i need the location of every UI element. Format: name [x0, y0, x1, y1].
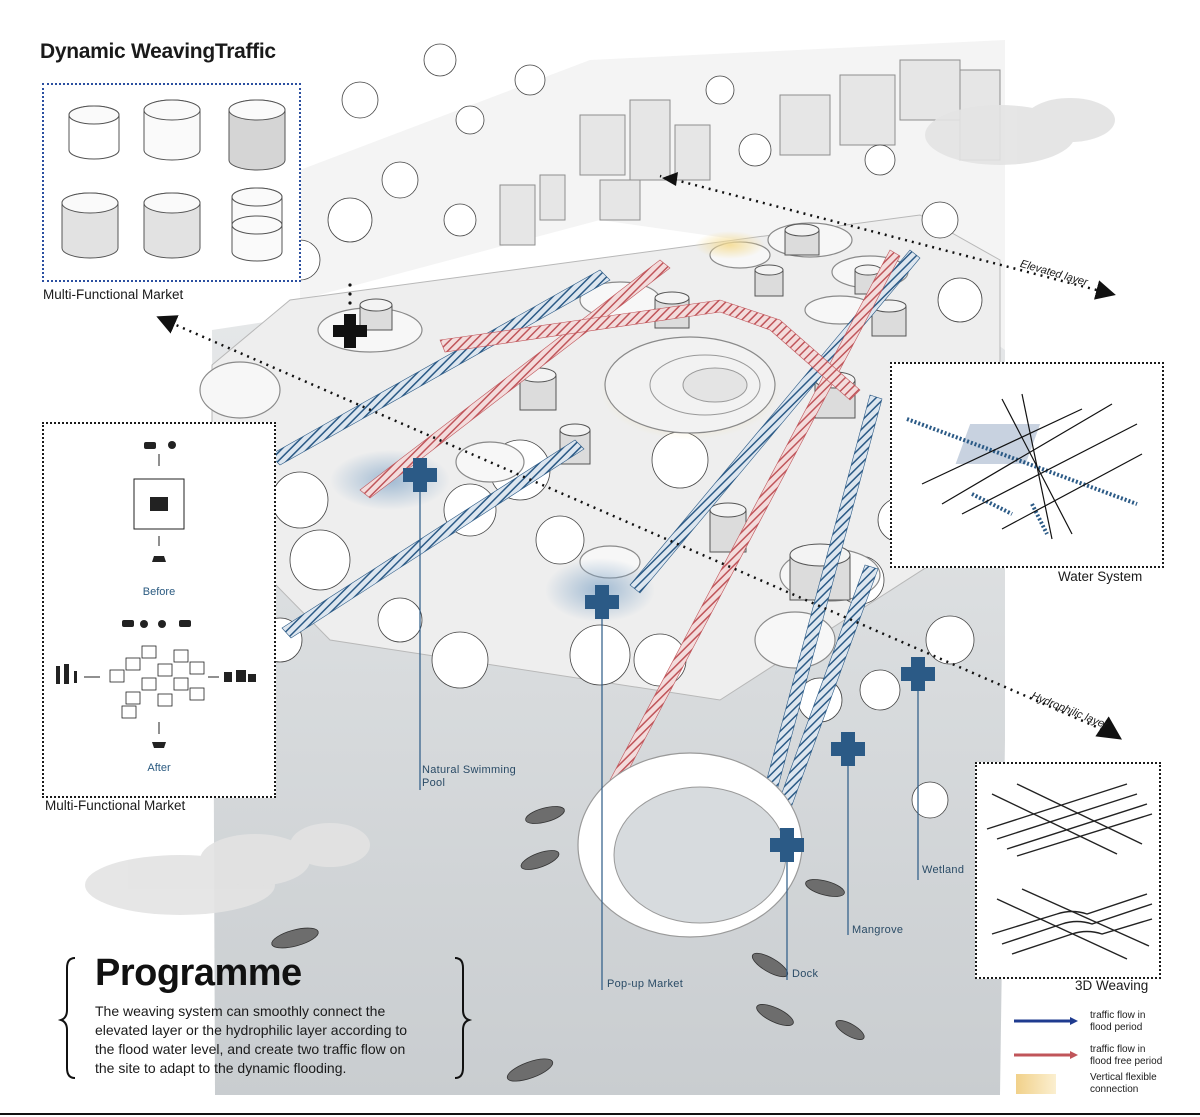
- dock-label: Dock: [792, 968, 819, 980]
- market-bottom-caption: Multi-Functional Market: [45, 798, 186, 813]
- swimming-pool-label: Natural Swimming Pool: [422, 764, 517, 789]
- weaving-panel: [975, 762, 1161, 979]
- legend-yellow-swatch: [1016, 1074, 1056, 1094]
- water-system-caption: Water System: [1058, 569, 1143, 584]
- legend-blue-arrow-icon: [1014, 1017, 1078, 1025]
- popup-market-label: Pop-up Market: [607, 978, 684, 990]
- market-modules-panel: [42, 83, 301, 282]
- mangrove-label: Mangrove: [852, 924, 904, 936]
- weaving-diagram: [986, 783, 1153, 960]
- market-top-caption: Multi-Functional Market: [43, 287, 184, 302]
- legend-red-arrow-icon: [1014, 1051, 1078, 1059]
- wetland-label: Wetland: [922, 864, 965, 876]
- flowchart-before-label: Before: [142, 586, 176, 598]
- flowchart-after-label: After: [147, 762, 171, 774]
- market-modules-diagram: [61, 99, 286, 262]
- water-system-diagram: [906, 393, 1143, 540]
- legend: traffic flow in flood period traffic flo…: [1012, 1010, 1192, 1105]
- programme-body: The weaving system can smoothly connect …: [95, 1003, 408, 1076]
- market-flowchart-panel: Before After: [42, 422, 276, 798]
- page-title: Dynamic WeavingTraffic: [40, 40, 276, 63]
- market-flowchart-diagram: [56, 441, 256, 748]
- weaving-caption: 3D Weaving: [1075, 978, 1149, 993]
- programme-title: Programme: [95, 952, 302, 994]
- water-system-panel: [890, 362, 1164, 568]
